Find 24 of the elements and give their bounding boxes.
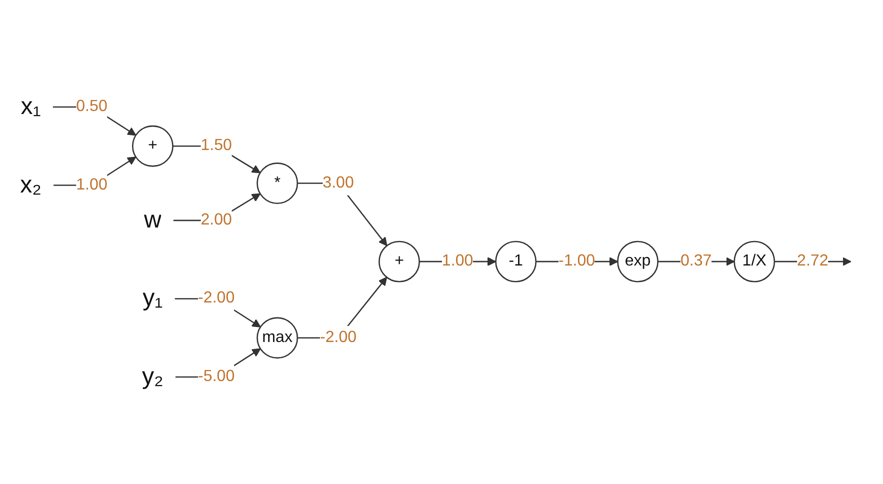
node-text: x₁ — [20, 92, 41, 120]
node-text: w — [144, 206, 162, 234]
edge-label: 1.00 — [76, 176, 108, 194]
node-text: y₂ — [142, 362, 164, 390]
node-circle — [617, 240, 659, 282]
edge-label: 1.50 — [200, 137, 232, 154]
edge-label: 2.00 — [200, 211, 232, 228]
node-circle — [734, 240, 776, 282]
edge-label: 0.37 — [680, 252, 712, 270]
edge-label: -2.00 — [320, 328, 357, 346]
node-text: y₁ — [142, 284, 163, 312]
node-circle — [495, 240, 537, 282]
edge-label: 0.50 — [76, 98, 108, 116]
node-circle — [378, 240, 420, 282]
edge-label: 3.00 — [322, 174, 354, 192]
edge-label: -5.00 — [198, 368, 235, 386]
node-circle — [256, 317, 298, 359]
edge-label: -1.00 — [558, 252, 596, 270]
edge-label: 1.00 — [442, 252, 474, 270]
edge-label: -2.00 — [198, 290, 235, 307]
node-circle — [256, 162, 298, 204]
edge-label: 2.72 — [797, 252, 828, 270]
node-text: x₂ — [20, 171, 42, 198]
node-circle — [132, 125, 174, 167]
